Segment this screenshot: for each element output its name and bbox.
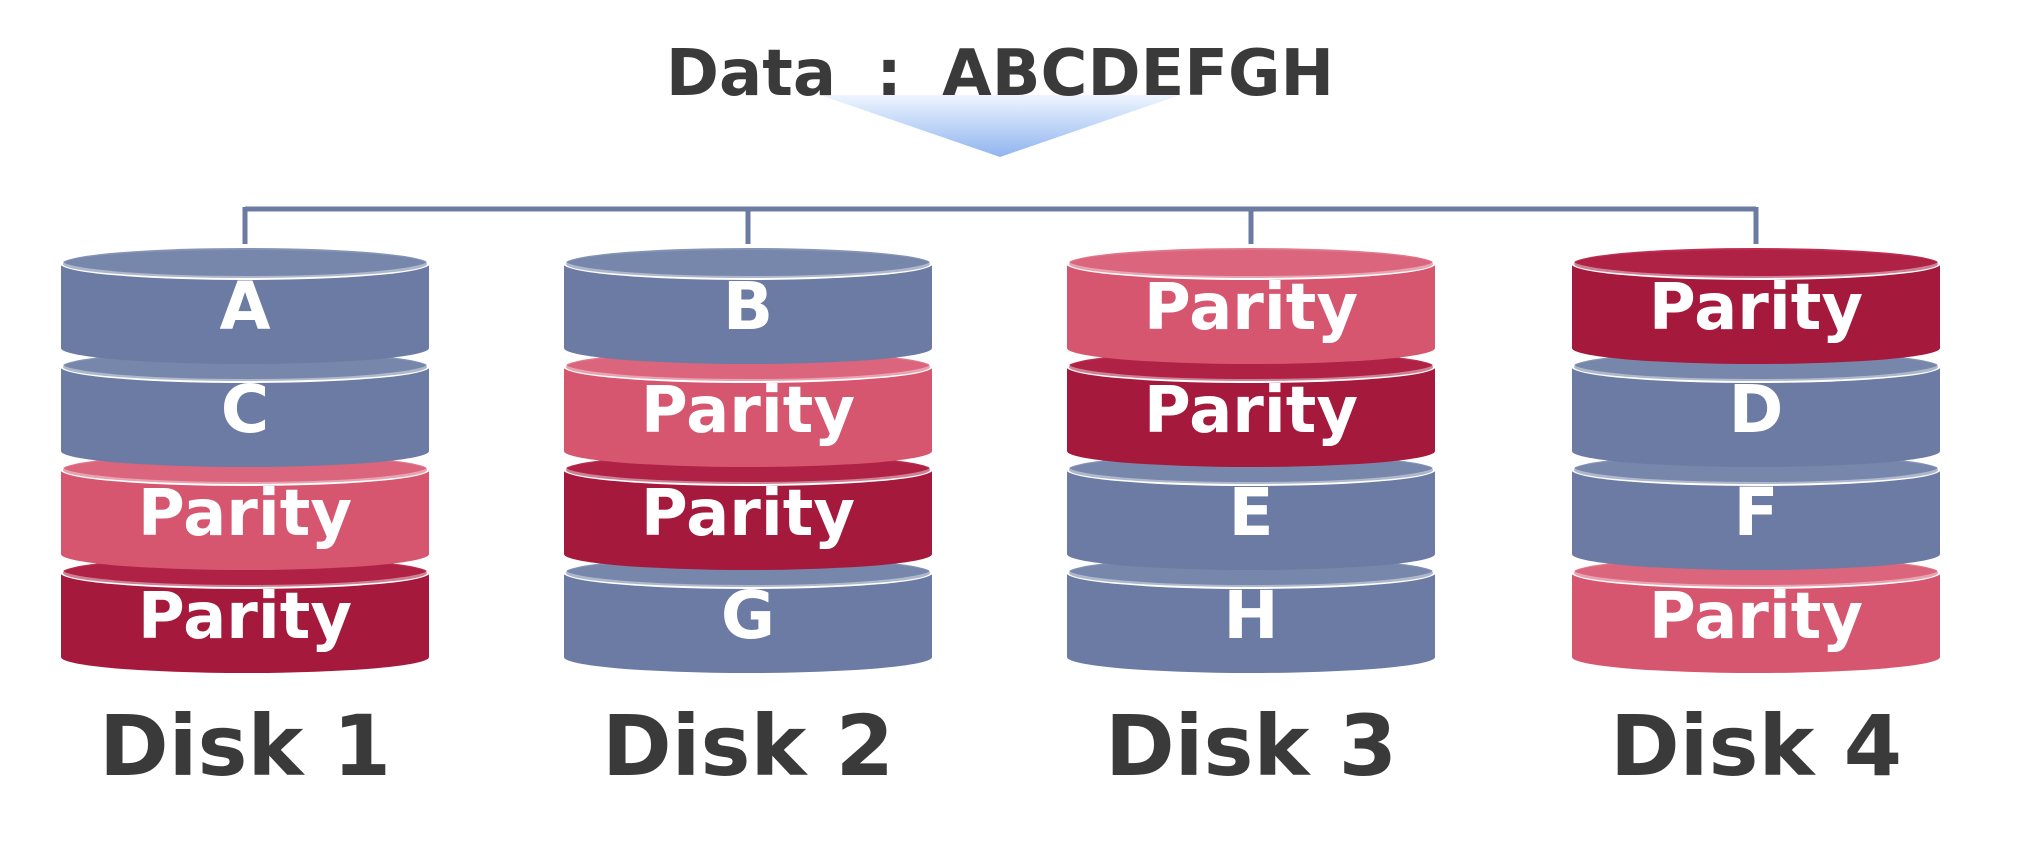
disk-block-body xyxy=(61,262,429,364)
disk-block: Parity xyxy=(59,553,431,673)
disk-block-body xyxy=(61,468,429,570)
disk-block: Parity xyxy=(562,347,934,467)
disk-block: Parity xyxy=(1065,347,1437,467)
disk-block: A xyxy=(59,244,431,364)
disk-block-top-shade xyxy=(63,250,427,278)
disk-block: H xyxy=(1065,553,1437,673)
disk-block-body xyxy=(564,262,932,364)
disk-block-body xyxy=(1572,365,1940,467)
down-arrow-icon xyxy=(820,95,1180,157)
disk-block: F xyxy=(1570,450,1942,570)
disk-block: Parity xyxy=(59,450,431,570)
disk-block-label: C xyxy=(221,371,269,448)
disk-block-label: Parity xyxy=(1144,271,1358,345)
title-label: Data xyxy=(666,37,836,111)
disk-block-label: F xyxy=(1733,474,1778,551)
disk-block-body xyxy=(1572,468,1940,570)
disk-block: C xyxy=(59,347,431,467)
disk-block-top-shade xyxy=(1069,250,1433,278)
title-separator: : xyxy=(876,37,902,111)
disk-block: G xyxy=(562,553,934,673)
disk-block-label: B xyxy=(723,268,773,345)
disk-block-label: Parity xyxy=(1144,374,1358,448)
disk-block-label: A xyxy=(219,268,270,345)
disk-block-label: Parity xyxy=(138,477,352,551)
disk-block-label: H xyxy=(1223,577,1278,654)
disk-block-top-shade xyxy=(566,250,930,278)
disk-block-body xyxy=(61,571,429,673)
disk-block-body xyxy=(1067,365,1435,467)
disk-block-body xyxy=(564,365,932,467)
disk-label: Disk 4 xyxy=(1610,697,1902,795)
disk-block: Parity xyxy=(1570,244,1942,364)
disk-block-body xyxy=(564,468,932,570)
disk-block: Parity xyxy=(1570,553,1942,673)
disk-block-label: D xyxy=(1729,371,1784,448)
disk-block-body xyxy=(1067,571,1435,673)
title: Data : ABCDEFGH xyxy=(666,37,1334,111)
disk-block-label: Parity xyxy=(1649,580,1863,654)
disk-block: D xyxy=(1570,347,1942,467)
disk-block: B xyxy=(562,244,934,364)
disk-block-label: Parity xyxy=(641,374,855,448)
disk-block-label: G xyxy=(721,577,775,654)
disk-block-body xyxy=(1572,262,1940,364)
disk-block: Parity xyxy=(1065,244,1437,364)
disk-block-label: Parity xyxy=(641,477,855,551)
disk-block-body xyxy=(1067,262,1435,364)
disk-block: Parity xyxy=(562,450,934,570)
disk-block-top-shade xyxy=(1574,250,1938,278)
title-value: ABCDEFGH xyxy=(942,37,1334,111)
disk-label: Disk 2 xyxy=(602,697,894,795)
disk-label: Disk 3 xyxy=(1105,697,1397,795)
disk-block: E xyxy=(1065,450,1437,570)
connector-lines xyxy=(242,206,1759,248)
disk-block-body xyxy=(1572,571,1940,673)
disk-block-label: Parity xyxy=(138,580,352,654)
disk-block-body xyxy=(564,571,932,673)
disk-block-body xyxy=(1067,468,1435,570)
disk-label: Disk 1 xyxy=(99,697,391,795)
disk-block-label: Parity xyxy=(1649,271,1863,345)
disk-block-body xyxy=(61,365,429,467)
disk-block-label: E xyxy=(1228,474,1273,551)
